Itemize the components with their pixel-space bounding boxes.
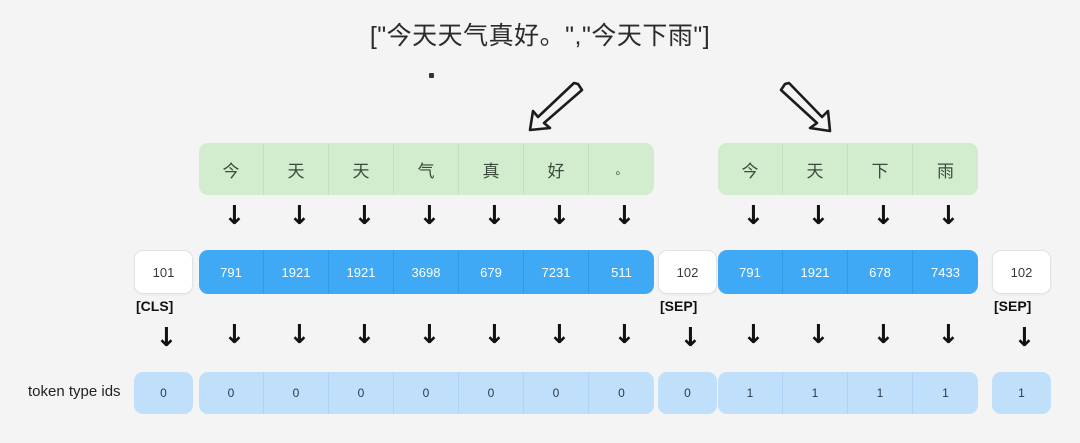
hand-drawn-arrow-down-left-icon: [524, 78, 586, 136]
char-group-sentence-a: 今天天气真好。: [199, 143, 654, 195]
token-type-cell[interactable]: 1: [942, 386, 949, 400]
input-id-cls-cell[interactable]: 101: [134, 250, 193, 294]
input-id-sep2-cell[interactable]: 102: [992, 250, 1051, 294]
down-arrow-id-to-type: ↓: [155, 323, 178, 353]
token-type-cell[interactable]: 0: [264, 372, 329, 414]
token-type-cell[interactable]: 0: [618, 386, 625, 400]
down-arrow-id-to-type: ↓: [679, 323, 702, 353]
down-arrow-id-to-type: ↓: [937, 320, 960, 350]
token-type-sep2-cell[interactable]: 1: [992, 372, 1051, 414]
char-cell[interactable]: 今: [718, 143, 783, 195]
input-id-cell[interactable]: 791: [718, 250, 783, 294]
down-arrow-id-to-type: ↓: [353, 320, 376, 350]
down-arrow-char-to-id: ↓: [418, 201, 441, 231]
char-cell[interactable]: 。: [615, 162, 628, 177]
input-id-sep1-cell[interactable]: 102: [658, 250, 717, 294]
down-arrow-char-to-id: ↓: [937, 201, 960, 231]
token-type-cell[interactable]: 0: [199, 372, 264, 414]
page-title: ["今天天气真好。","今天下雨"]: [369, 22, 711, 50]
down-arrow-id-to-type: ↓: [418, 320, 441, 350]
down-arrow-id-to-type: ↓: [872, 320, 895, 350]
token-type-cell[interactable]: 0: [329, 372, 394, 414]
token-type-sep1-cell[interactable]: 0: [658, 372, 717, 414]
token-type-cell[interactable]: 0: [524, 372, 589, 414]
char-cell[interactable]: 气: [394, 143, 459, 195]
input-id-cell[interactable]: 511: [611, 264, 632, 280]
char-cell[interactable]: 雨: [937, 161, 954, 181]
char-cell[interactable]: 下: [848, 143, 913, 195]
down-arrow-char-to-id: ↓: [742, 201, 765, 231]
char-cell[interactable]: 天: [783, 143, 848, 195]
down-arrow-id-to-type: ↓: [613, 320, 636, 350]
char-cell[interactable]: 好: [524, 143, 589, 195]
input-id-cell[interactable]: 1921: [329, 250, 394, 294]
token-type-cell[interactable]: 0: [459, 372, 524, 414]
char-cell[interactable]: 今: [199, 143, 264, 195]
down-arrow-char-to-id: ↓: [288, 201, 311, 231]
input-id-cell[interactable]: 1921: [264, 250, 329, 294]
dot-marker: [429, 73, 434, 78]
hand-drawn-arrow-down-right-icon: [777, 78, 839, 136]
cls-caption: [CLS]: [136, 298, 174, 314]
down-arrow-char-to-id: ↓: [548, 201, 571, 231]
input-id-cell[interactable]: 678: [848, 250, 913, 294]
down-arrow-id-to-type: ↓: [742, 320, 765, 350]
token-type-cls-cell[interactable]: 0: [134, 372, 193, 414]
down-arrow-id-to-type: ↓: [807, 320, 830, 350]
down-arrow-char-to-id: ↓: [223, 201, 246, 231]
down-arrow-char-to-id: ↓: [353, 201, 376, 231]
input-id-cell[interactable]: 7433: [931, 264, 960, 280]
down-arrow-id-to-type: ↓: [548, 320, 571, 350]
char-cell[interactable]: 真: [459, 143, 524, 195]
down-arrow-char-to-id: ↓: [483, 201, 506, 231]
down-arrow-id-to-type: ↓: [288, 320, 311, 350]
input-id-cell[interactable]: 679: [459, 250, 524, 294]
char-cell[interactable]: 天: [264, 143, 329, 195]
down-arrow-char-to-id: ↓: [872, 201, 895, 231]
sep1-caption: [SEP]: [660, 298, 698, 314]
token-type-cell[interactable]: 1: [718, 372, 783, 414]
input-id-cell[interactable]: 3698: [394, 250, 459, 294]
char-cell[interactable]: 天: [329, 143, 394, 195]
down-arrow-char-to-id: ↓: [807, 201, 830, 231]
token-type-cell[interactable]: 1: [783, 372, 848, 414]
token-type-cell[interactable]: 0: [394, 372, 459, 414]
input-id-cell[interactable]: 7231: [524, 250, 589, 294]
input-id-cell[interactable]: 791: [199, 250, 264, 294]
sep2-caption: [SEP]: [994, 298, 1032, 314]
down-arrow-id-to-type: ↓: [223, 320, 246, 350]
token-type-ids-label: token type ids: [28, 383, 121, 400]
token-type-cell[interactable]: 1: [848, 372, 913, 414]
char-group-sentence-b: 今天下 雨: [718, 143, 978, 195]
down-arrow-id-to-type: ↓: [483, 320, 506, 350]
down-arrow-char-to-id: ↓: [613, 201, 636, 231]
down-arrow-id-to-type: ↓: [1013, 323, 1036, 353]
input-id-cell[interactable]: 1921: [783, 250, 848, 294]
